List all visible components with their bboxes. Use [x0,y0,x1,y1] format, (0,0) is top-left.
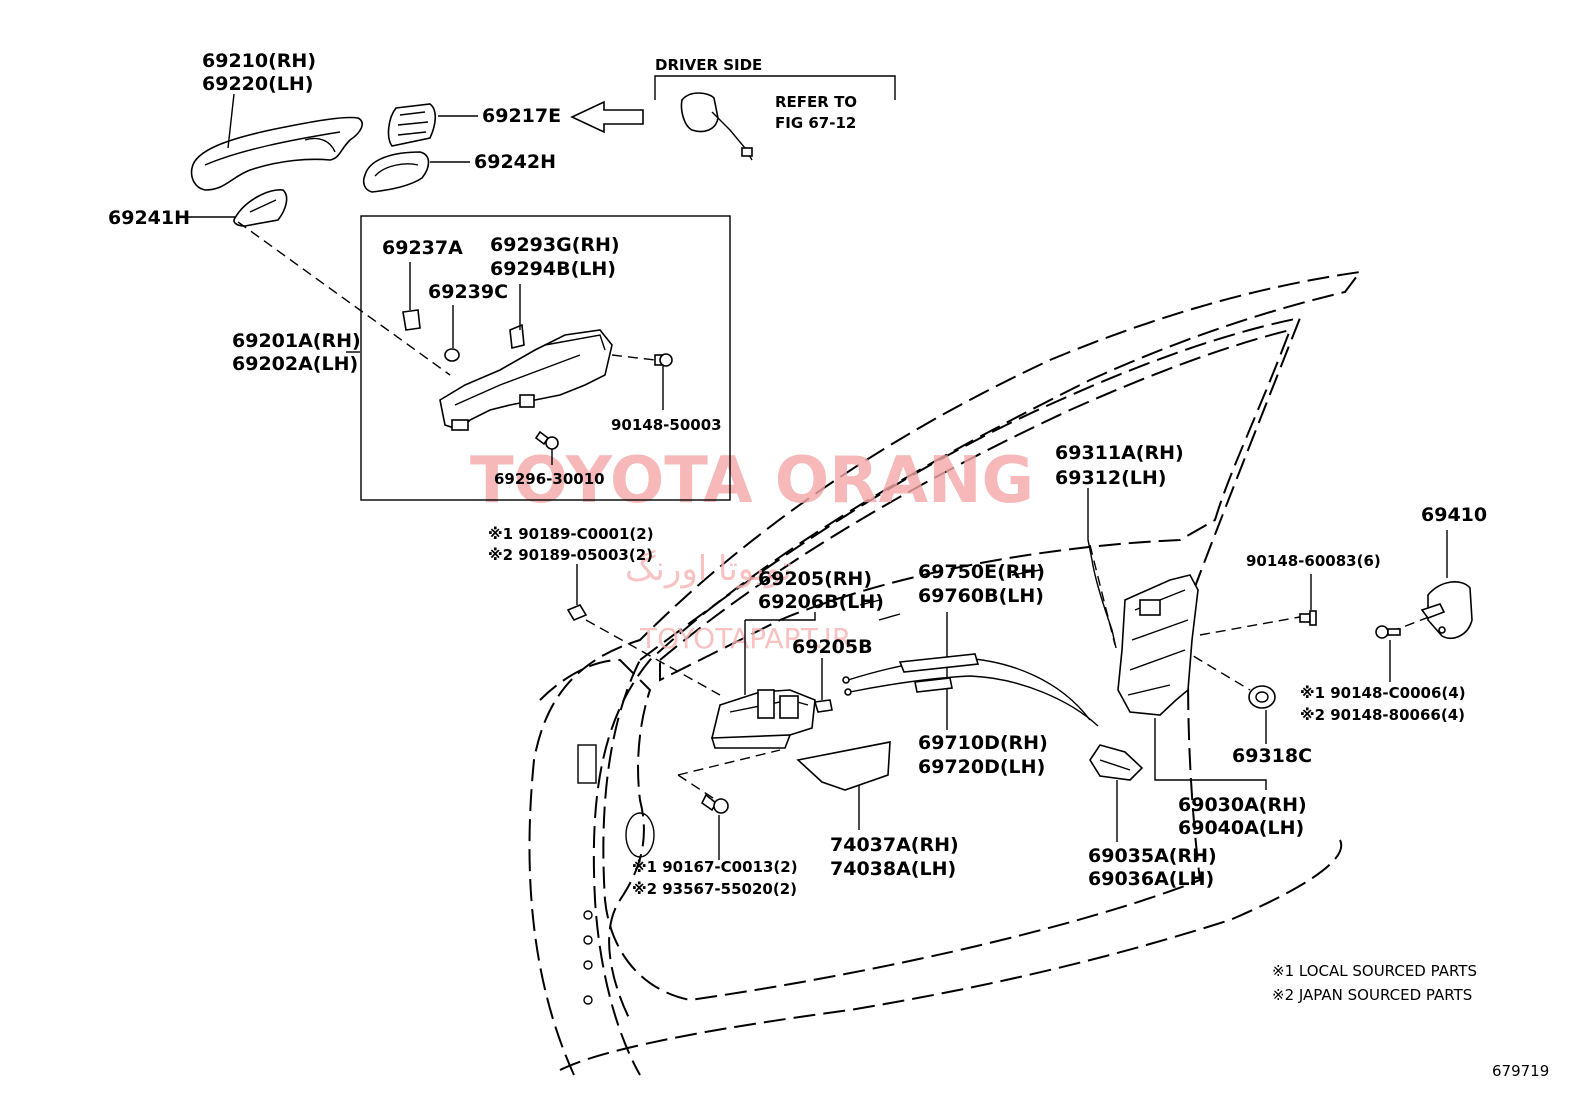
figure-number: 679719 [1492,1062,1549,1080]
washer-69318c [1248,685,1276,709]
screw-69296-30010 [534,430,559,450]
label-refer-to: REFER TO [775,93,857,111]
frame-inset-box [360,215,731,501]
label-69318c: 69318C [1232,745,1312,767]
label-74038a: 74038A(LH) [830,858,956,880]
label-90148-80066: ※2 90148-80066(4) [1300,706,1465,724]
label-69410: 69410 [1421,504,1487,526]
panel-74037a [796,741,891,791]
refer-arrow [570,100,644,134]
cables [842,653,1099,727]
label-69201a: 69201A(RH) [232,330,361,352]
label-69030a: 69030A(RH) [1178,794,1307,816]
label-fig: FIG 67-12 [775,114,856,132]
label-driver-side: DRIVER SIDE [655,56,762,74]
label-69036a: 69036A(LH) [1088,868,1214,890]
label-69220: 69220(LH) [202,73,313,95]
label-69239c: 69239C [428,281,508,303]
legend-local: ※1 LOCAL SOURCED PARTS [1272,962,1477,980]
label-69750e: 69750E(RH) [918,561,1045,583]
label-69217e: 69217E [482,105,561,127]
clip-69237a [402,309,421,331]
legend-japan: ※2 JAPAN SOURCED PARTS [1272,986,1472,1004]
grommet [566,603,588,622]
leader-lines [178,93,1448,860]
label-69311a: 69311A(RH) [1055,442,1184,464]
label-90148-50003: 90148-50003 [611,416,722,434]
label-90189-05003: ※2 90189-05003(2) [488,546,653,564]
striker-69410 [1420,581,1473,640]
clip-69205b [813,699,833,713]
screw-90148-c0006 [1375,625,1401,639]
label-69237a: 69237A [382,237,463,259]
label-90148-c0006: ※1 90148-C0006(4) [1300,684,1466,702]
label-69205: 69205(RH) [758,568,872,590]
key-cylinder-cover [387,103,437,147]
label-93567-55020: ※2 93567-55020(2) [632,880,797,898]
label-69210: 69210(RH) [202,50,316,72]
label-74037a: 74037A(RH) [830,834,959,856]
label-69720d: 69720D(LH) [918,756,1045,778]
label-69294b: 69294B(LH) [490,258,616,280]
label-69242h: 69242H [474,151,556,173]
label-69202a: 69202A(LH) [232,353,358,375]
door-lock [1117,574,1199,716]
label-90148-60083: 90148-60083(6) [1246,552,1381,570]
label-69296-30010: 69296-30010 [494,470,605,488]
inside-handle [710,689,816,749]
dashed-leaders [237,221,1443,801]
handle-frame [439,329,613,431]
label-90189-c0001: ※1 90189-C0001(2) [488,525,654,543]
pad-69239c [444,348,460,362]
label-69040a: 69040A(LH) [1178,817,1304,839]
labels: 69210(RH) 69220(LH) DRIVER SIDE REFER TO… [108,50,1549,1080]
label-69205b: 69205B [792,636,873,658]
label-69035a: 69035A(RH) [1088,845,1217,867]
plate-69293g [509,323,525,349]
screw-90148-50003 [654,353,673,367]
watermark-main: TOYOTA ORANG [470,444,1034,518]
watermark: TOYOTA ORANG تویوتا اورنگ TOYOTAPART.IR [470,444,1034,655]
screw-90167 [700,793,729,814]
label-69312: 69312(LH) [1055,467,1166,489]
watermark-farsi: تویوتا اورنگ [625,549,792,589]
label-69293g: 69293G(RH) [490,234,620,256]
driver-side-bracket [654,75,896,100]
label-69241h: 69241H [108,207,190,229]
rod-69311a [1087,539,1117,649]
lock-cover [1089,744,1144,781]
outside-handle [190,116,363,191]
key-cylinder [680,92,753,161]
label-69206b: 69206B(LH) [758,591,884,613]
label-69710d: 69710D(RH) [918,732,1048,754]
label-69760b: 69760B(LH) [918,585,1044,607]
label-90167-c0013: ※1 90167-C0013(2) [632,858,798,876]
screw-90148-60083 [1299,610,1317,626]
door-outline [528,270,1363,1076]
washer-hole [1255,691,1269,703]
handle-pad-69241h [233,189,288,227]
handle-pad-69242h [362,151,430,193]
